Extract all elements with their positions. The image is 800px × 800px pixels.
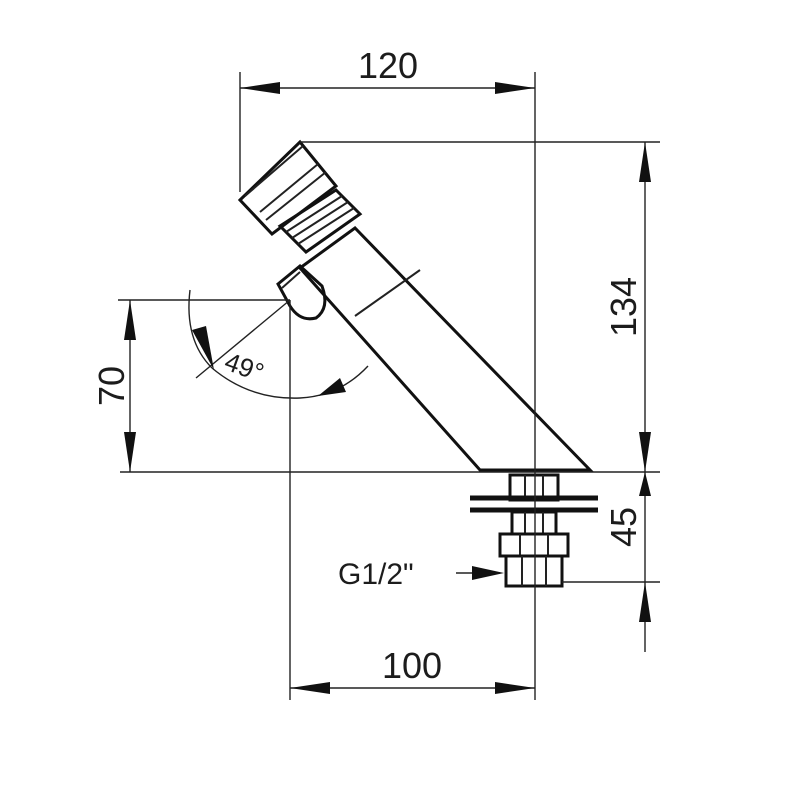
dim-top-width-label: 120 xyxy=(358,45,418,86)
dim-spout-height: 70 xyxy=(91,300,136,472)
mounting-shank xyxy=(470,473,598,588)
dim-angle-label: 49° xyxy=(221,346,268,388)
dim-shank-length-label: 45 xyxy=(603,507,644,547)
thread-callout: G1/2" xyxy=(338,558,504,591)
dim-shank-length: 45 xyxy=(603,472,651,652)
faucet-barrel xyxy=(297,226,594,472)
faucet-collar xyxy=(277,188,363,254)
faucet-body xyxy=(237,139,594,472)
dim-angle: 49° xyxy=(188,289,369,399)
dim-top-width: 120 xyxy=(240,45,535,94)
dim-height-total-label: 134 xyxy=(603,277,644,337)
extension-lines xyxy=(118,72,660,700)
push-button-head xyxy=(237,139,339,237)
dim-height-total: 134 xyxy=(603,142,651,472)
dim-base-width-label: 100 xyxy=(382,645,442,686)
thread-label: G1/2" xyxy=(338,558,414,591)
dim-base-width: 100 xyxy=(290,645,535,694)
spout-outlet xyxy=(276,264,327,321)
dim-spout-height-label: 70 xyxy=(91,366,132,406)
